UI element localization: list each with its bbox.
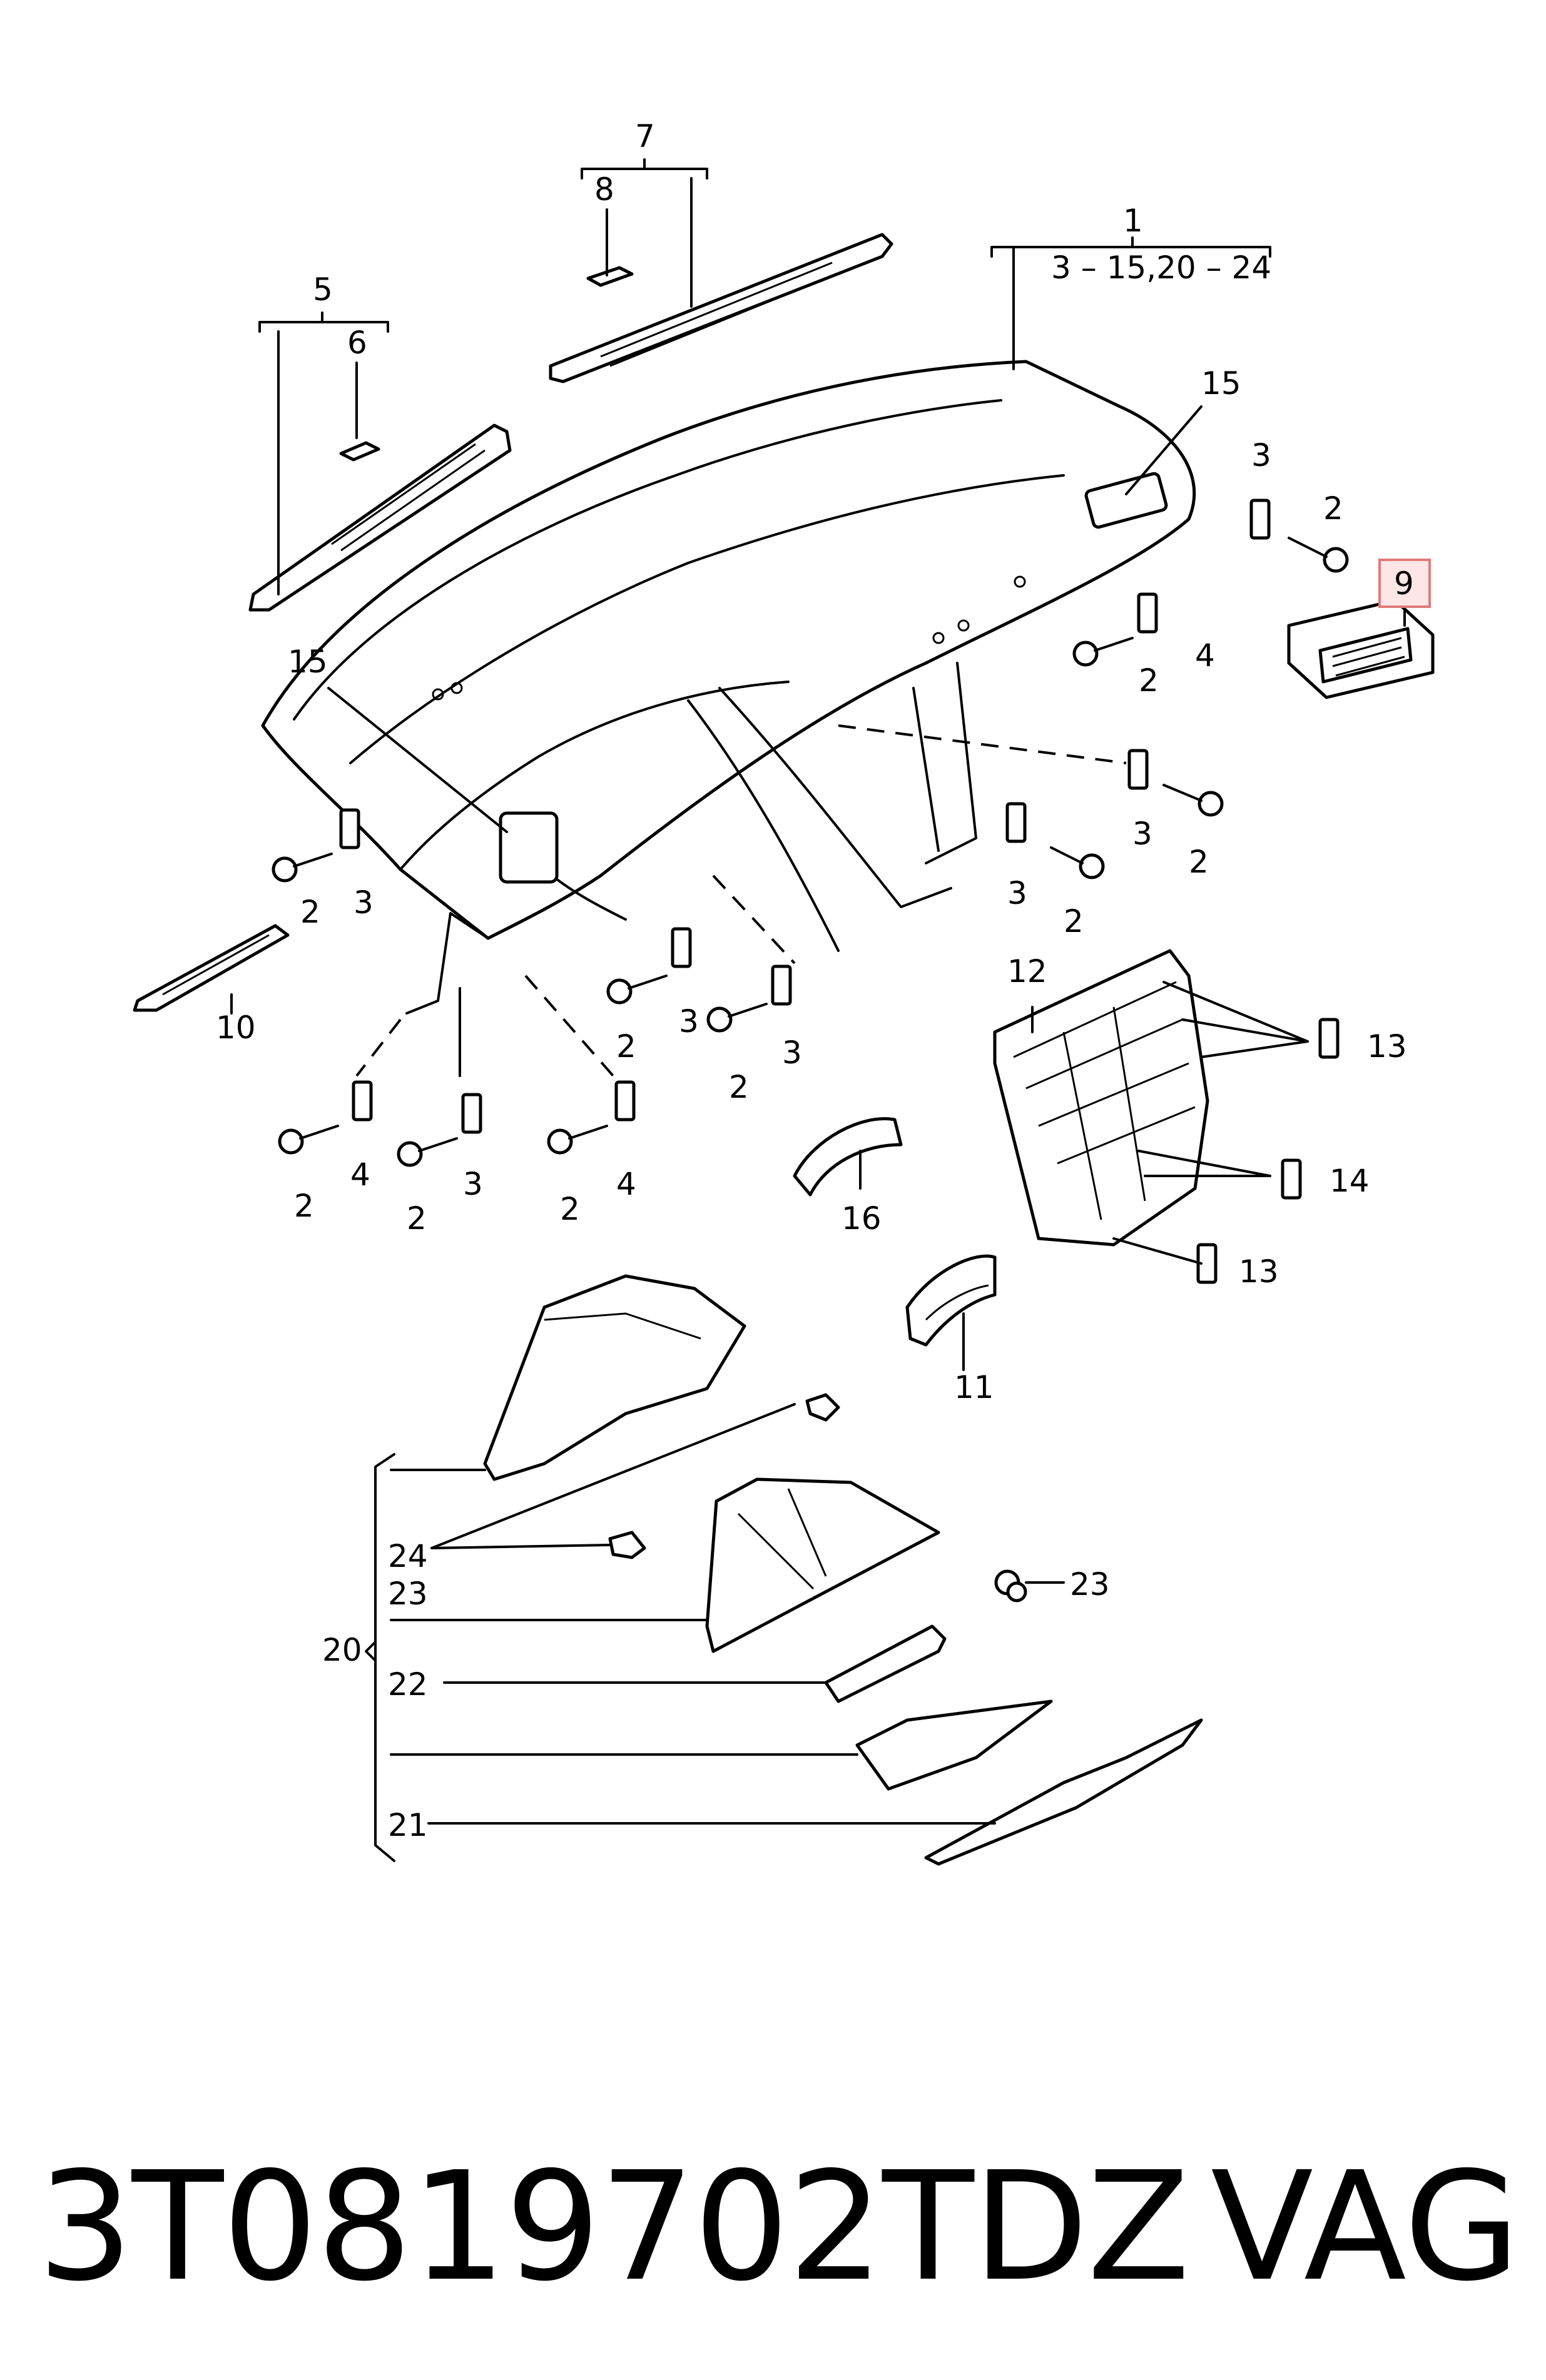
callout-2-f: 2 — [616, 1028, 636, 1065]
callout-4-a: 4 — [1195, 637, 1215, 674]
callout-20: 20 — [322, 1632, 362, 1668]
callout-2-i: 2 — [407, 1200, 427, 1237]
left-defroster-trim — [248, 423, 512, 612]
glovebox-lid-inner — [705, 1477, 940, 1653]
center-defroster-trim — [549, 233, 893, 383]
callout-24: 24 — [388, 1538, 428, 1574]
callout-3-e: 3 — [679, 1003, 699, 1040]
callout-22: 22 — [388, 1666, 428, 1703]
callout-4-c: 4 — [616, 1166, 636, 1202]
callout-12: 12 — [1007, 953, 1047, 990]
glovebox-frame-12 — [993, 949, 1209, 1247]
callout-6: 6 — [347, 325, 367, 361]
callout-7: 7 — [635, 118, 655, 154]
glovebox-lower-trim-21 — [924, 1718, 1203, 1866]
callout-3-b: 3 — [1132, 816, 1152, 852]
callout-labels: 1 3 – 15,20 – 24 7 8 5 6 15 3 2 9 4 2 15… — [216, 118, 1414, 1843]
callout-3-a: 3 — [1251, 437, 1271, 473]
brand-label: VAG — [1211, 2139, 1520, 2314]
callout-2-j: 2 — [560, 1191, 580, 1227]
air-vent-9[interactable] — [1287, 599, 1435, 699]
callout-8: 8 — [594, 171, 614, 208]
callout-2-h: 2 — [294, 1188, 314, 1224]
side-trim-10 — [133, 924, 290, 1012]
callout-1: 1 — [1123, 203, 1143, 239]
callout-4-b: 4 — [350, 1157, 370, 1193]
callout-3-g: 3 — [463, 1166, 483, 1202]
small-pad-6 — [339, 441, 380, 462]
callout-21: 21 — [388, 1807, 428, 1843]
callout-11: 11 — [954, 1369, 994, 1405]
callout-23-a: 23 — [388, 1576, 428, 1612]
small-pad-8 — [586, 266, 634, 287]
callout-2-g: 2 — [729, 1069, 749, 1105]
part-number: 3T0819702TDZ — [38, 2139, 1190, 2314]
callout-5: 5 — [313, 271, 333, 308]
glovebox-housing — [483, 1274, 746, 1481]
glovebox-latch-22 — [824, 1624, 947, 1703]
callout-2-c: 2 — [1189, 844, 1209, 880]
callout-14: 14 — [1330, 1163, 1370, 1199]
callout-1-range: 3 – 15,20 – 24 — [1051, 250, 1271, 286]
clip-23 — [994, 1569, 1027, 1603]
callout-3-d: 3 — [1007, 875, 1027, 911]
callout-3-f: 3 — [782, 1035, 802, 1071]
callout-13-a: 13 — [1367, 1028, 1407, 1065]
callout-2-e: 2 — [1064, 903, 1084, 939]
callout-13-b: 13 — [1239, 1253, 1279, 1290]
callout-10: 10 — [216, 1010, 256, 1046]
callout-2-b: 2 — [1139, 662, 1159, 699]
dashboard-panel — [261, 360, 1196, 1015]
callout-15-left: 15 — [288, 644, 328, 680]
clip-24 — [608, 1393, 840, 1559]
callout-15-right: 15 — [1201, 365, 1241, 402]
callout-9: 9 — [1394, 565, 1414, 602]
callout-2-a: 2 — [1323, 490, 1343, 527]
callout-9-highlight — [1378, 559, 1431, 608]
callout-3-c: 3 — [353, 884, 374, 921]
callout-16: 16 — [842, 1200, 882, 1237]
callout-2-d: 2 — [300, 894, 320, 930]
leader-lines — [230, 158, 1406, 1862]
fasteners — [272, 499, 1349, 1284]
callout-23-b: 23 — [1070, 1566, 1110, 1603]
cover-16 — [793, 1117, 903, 1197]
glovebox-panel — [855, 1699, 1053, 1791]
handle-11 — [905, 1254, 997, 1347]
